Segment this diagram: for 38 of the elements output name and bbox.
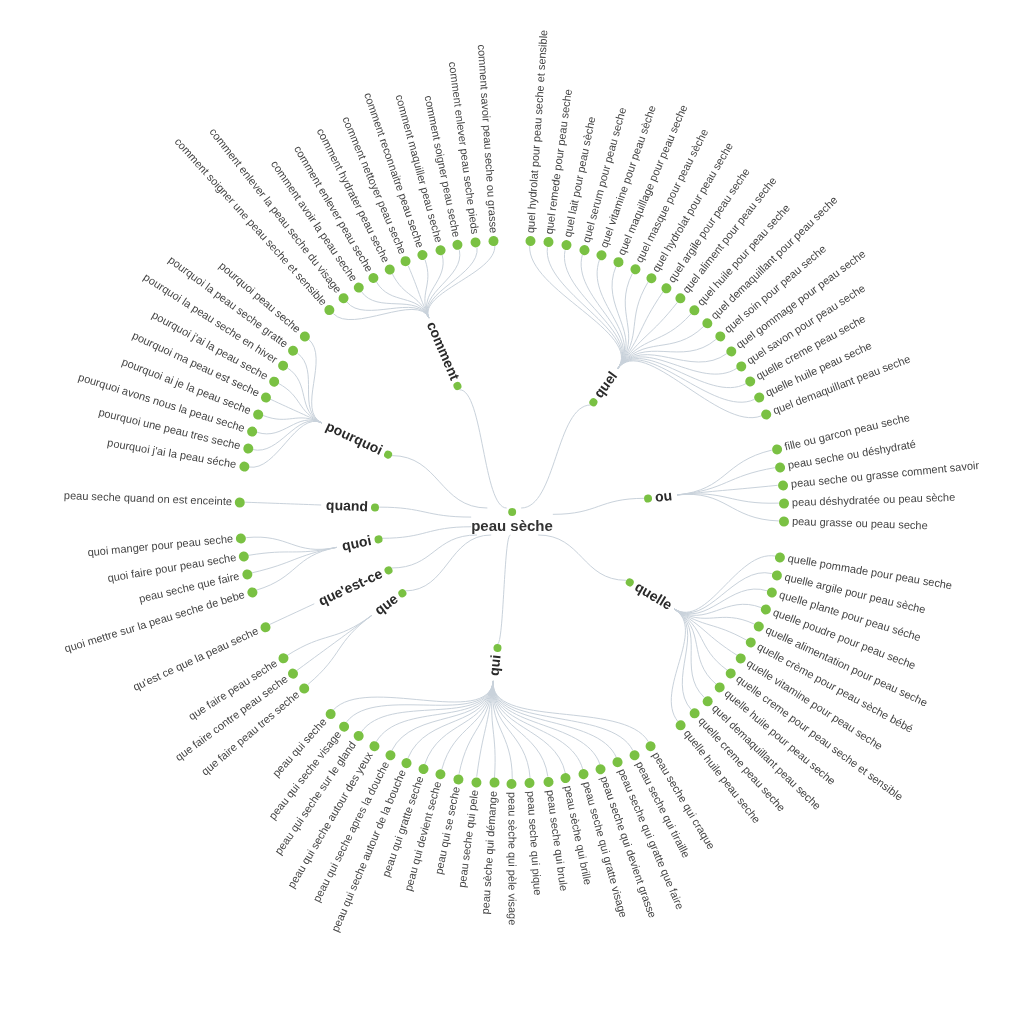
branch-line [391, 455, 488, 509]
search-suggestion: peau grasse ou peau seche [791, 514, 928, 533]
branch-line [332, 308, 430, 320]
branch-line [459, 389, 508, 509]
question-word: ou [654, 486, 674, 506]
search-suggestion: peau sèche qui pèle visage [505, 792, 519, 926]
branch-line [378, 506, 472, 518]
branch-line [617, 301, 678, 370]
branch-line [332, 680, 494, 711]
branch-line [404, 534, 492, 592]
branch-line [381, 526, 472, 539]
branch-line [390, 534, 478, 569]
branch-line [245, 536, 338, 550]
branch-line [269, 603, 315, 625]
branch-line [673, 608, 692, 711]
branch-line [520, 404, 592, 509]
branch-line [286, 614, 373, 657]
search-suggestion: peau déshydratée ou peau sèche [791, 490, 956, 510]
branch-line [676, 493, 780, 522]
question-word: qui [485, 654, 505, 677]
branch-line [391, 272, 430, 319]
search-suggestion: peau seche qui pique [524, 790, 545, 897]
branch-line [537, 534, 627, 581]
branch-line [617, 360, 762, 419]
branch-line [670, 608, 686, 722]
branch-line [673, 555, 776, 613]
search-suggestion: peau seche quand on est enceinte [63, 489, 233, 509]
question-word: quoi [340, 532, 373, 555]
branch-line [346, 680, 494, 723]
question-word: quand [325, 496, 369, 516]
branch-line [552, 497, 645, 515]
branch-line [496, 534, 511, 645]
branch-line [256, 546, 338, 591]
search-suggestion: peau sèche qui démange [478, 790, 501, 916]
branch-line [308, 338, 323, 424]
branch-line [244, 501, 322, 506]
root-keyword: peau sèche [471, 517, 553, 535]
branch-line [269, 398, 323, 424]
